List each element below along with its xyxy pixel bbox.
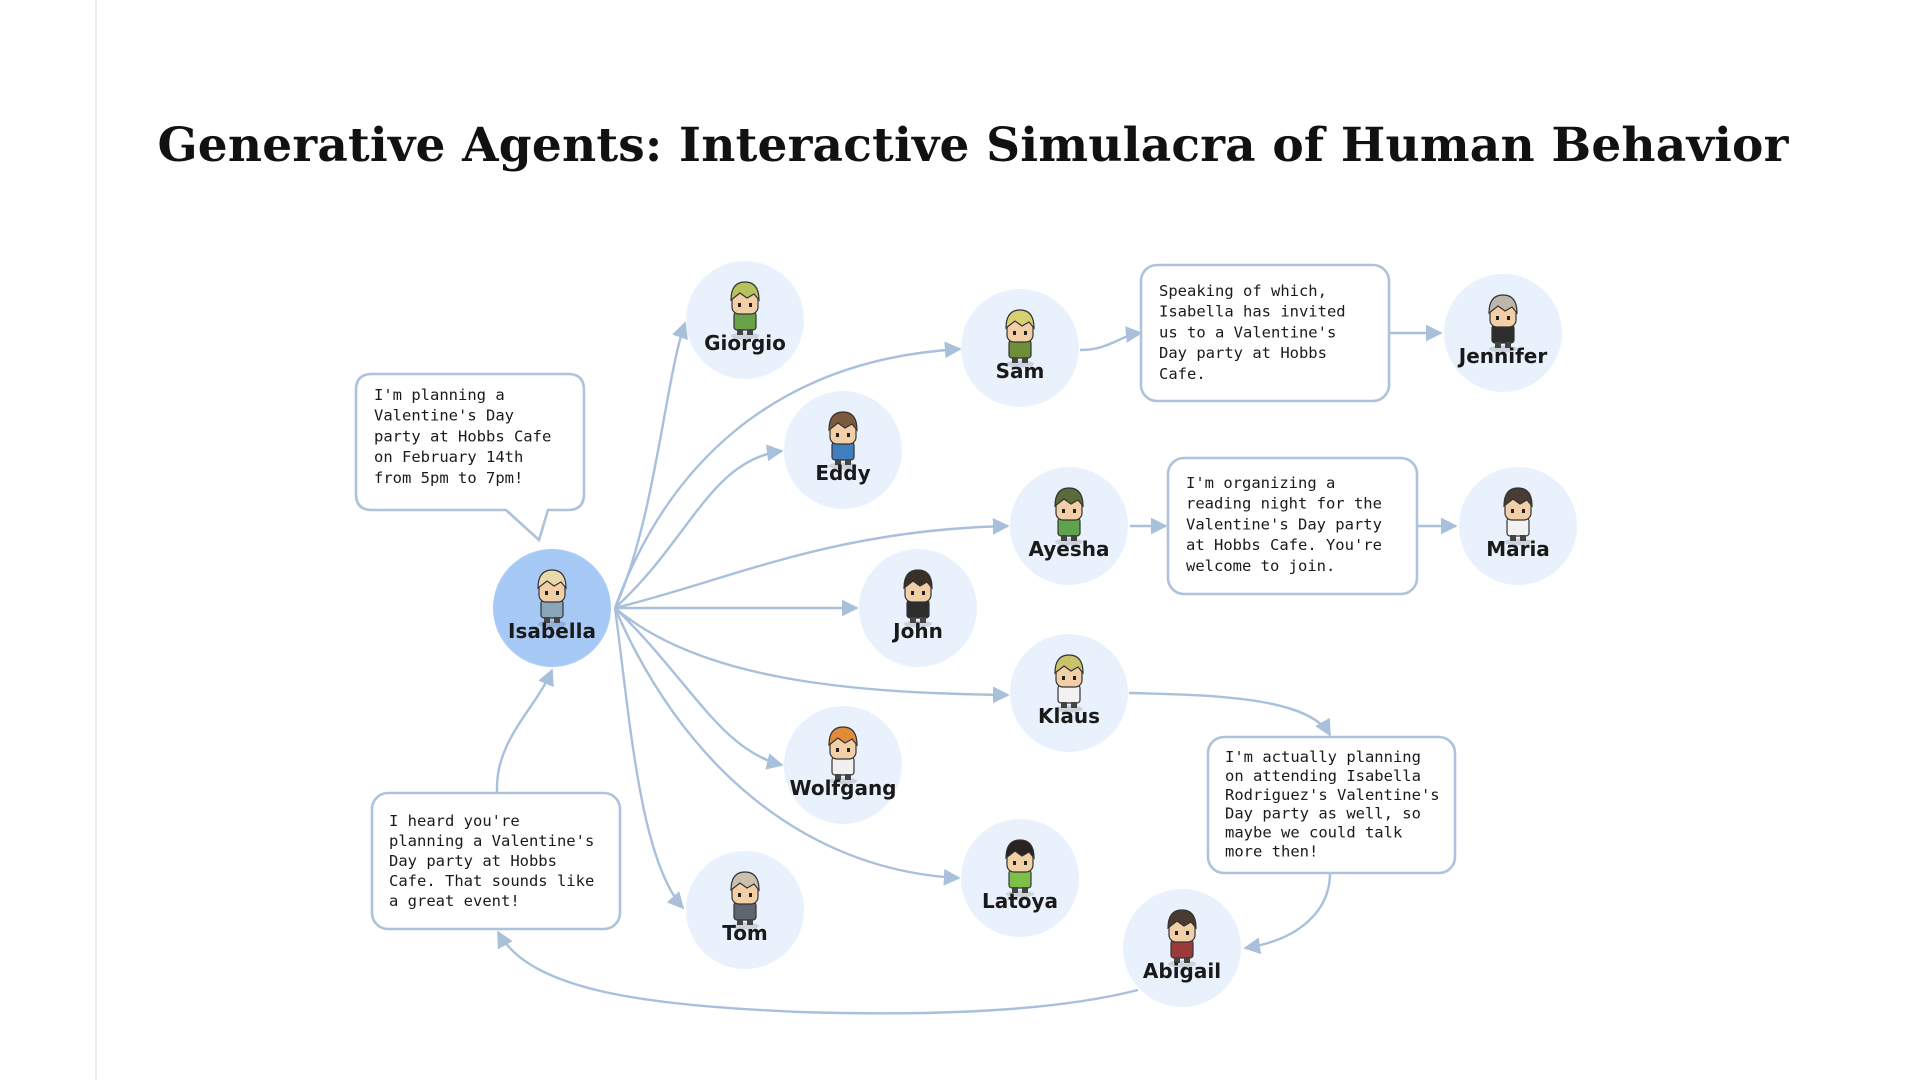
agent-name-label: Isabella <box>508 619 596 643</box>
speech-bubble-line: I'm organizing a <box>1186 474 1335 492</box>
agent-node-isabella[interactable]: Isabella <box>493 549 611 667</box>
edge-bubble-isabella <box>495 668 554 793</box>
agent-name-label: Ayesha <box>1028 537 1109 561</box>
agent-node-eddy[interactable]: Eddy <box>784 391 902 509</box>
speech-bubble-line: planning a Valentine's <box>389 832 594 850</box>
speech-bubble-line: welcome to join. <box>1186 557 1335 575</box>
agent-node-john[interactable]: John <box>859 549 977 667</box>
agent-name-label: Tom <box>722 921 768 945</box>
speech-bubble-frame <box>1166 456 1419 596</box>
speech-bubble-line: on attending Isabella <box>1225 767 1421 785</box>
speech-bubble-line: Cafe. <box>1159 365 1206 383</box>
edge-sam-bubble <box>1079 326 1143 352</box>
edge-isabella-giorgio <box>613 321 688 609</box>
speech-bubble-line: from 5pm to 7pm! <box>374 469 523 487</box>
speech-bubble-line: Speaking of which, <box>1159 282 1327 300</box>
speech-bubble-line: more then! <box>1225 843 1318 861</box>
agent-nodes-layer: Isabella GiorgioSamEddyAyeshaJohnKlausWol… <box>493 261 1577 1007</box>
speech-bubble-frame <box>1139 263 1391 403</box>
speech-bubble-line: at Hobbs Cafe. You're <box>1186 536 1382 554</box>
speech-bubble-line: Day party at Hobbs <box>1159 344 1327 362</box>
agent-name-label: Klaus <box>1038 704 1100 728</box>
edge-klaus-bubble <box>1128 691 1332 737</box>
agent-node-wolfgang[interactable]: Wolfgang <box>784 706 902 824</box>
edge-isabella-tom <box>613 607 685 910</box>
agent-avatar-icon <box>828 411 858 470</box>
agent-avatar-icon <box>828 726 858 785</box>
agent-avatar-icon <box>903 569 933 628</box>
speech-bubble-line: a great event! <box>389 892 520 910</box>
edge-isabella-sam <box>613 341 962 609</box>
agent-node-latoya[interactable]: Latoya <box>961 819 1079 937</box>
speech-bubble-line: I heard you're <box>389 812 520 830</box>
agent-avatar-icon <box>1167 909 1197 968</box>
edge-isabella-klaus <box>614 607 1010 704</box>
speech-bubble-line: Valentine's Day party <box>1186 515 1382 533</box>
speech-bubble-line: I'm planning a <box>374 386 505 404</box>
speech-bubble-frame <box>354 372 586 543</box>
agent-name-label: Latoya <box>982 889 1058 913</box>
agent-name-label: Abigail <box>1143 959 1221 983</box>
agent-node-maria[interactable]: Maria <box>1459 467 1577 585</box>
agent-node-tom[interactable]: Tom <box>686 851 804 969</box>
speech-bubble-line: Rodriguez's Valentine's <box>1225 786 1440 804</box>
agent-node-abigail[interactable]: Abigail <box>1123 889 1241 1007</box>
agent-avatar-icon <box>1054 654 1084 713</box>
edge-abigail-bubble <box>496 930 1139 1015</box>
speech-bubble-line: Cafe. That sounds like <box>389 872 594 890</box>
agent-avatar-icon <box>1488 294 1518 353</box>
page-left-rule <box>95 0 97 1080</box>
agent-name-label: Jennifer <box>1457 344 1548 368</box>
speech-bubble-ayesha-says: I'm organizing a reading night for theVal… <box>1166 456 1419 596</box>
agent-avatar-icon <box>1005 839 1035 898</box>
agent-node-sam[interactable]: Sam <box>961 289 1079 407</box>
speech-bubble-line: maybe we could talk <box>1225 824 1403 842</box>
speech-bubble-line: Valentine's Day <box>374 407 514 425</box>
speech-bubble-frame <box>1206 735 1457 875</box>
speech-bubble-abigail-says: I heard you're planning a Valentine'sDay … <box>370 791 622 931</box>
agent-name-label: Maria <box>1486 537 1550 561</box>
edge-bubble-abigail <box>1243 872 1332 955</box>
edge-isabella-wolfgang <box>614 607 784 770</box>
agent-name-label: Wolfgang <box>789 776 896 800</box>
speech-bubble-frame <box>370 791 622 931</box>
agent-avatar-icon <box>730 281 760 340</box>
speech-bubble-line: us to a Valentine's <box>1159 323 1336 341</box>
speech-bubble-line: Day party as well, so <box>1225 805 1421 823</box>
agent-name-label: John <box>891 619 943 643</box>
agent-avatar-icon <box>1054 487 1084 546</box>
speech-bubble-sam-says: Speaking of which, Isabella has invited us… <box>1139 263 1391 403</box>
edge-isabella-latoya <box>613 607 961 886</box>
speech-bubble-isabella-plan: I'm planning a Valentine's Day party at Ho… <box>354 372 586 543</box>
agent-avatar-icon <box>1503 487 1533 546</box>
speech-bubble-line: reading night for the <box>1186 495 1382 513</box>
agent-node-jennifer[interactable]: Jennifer <box>1444 274 1562 392</box>
edge-isabella-eddy <box>614 444 784 609</box>
speech-bubbles-layer: I'm planning a Valentine's Day party at Ho… <box>354 263 1457 931</box>
speech-bubble-line: Isabella has invited <box>1159 303 1346 321</box>
agent-node-giorgio[interactable]: Giorgio <box>686 261 804 379</box>
agent-avatar-icon <box>730 871 760 930</box>
speech-bubble-line: on February 14th <box>374 448 523 466</box>
agent-node-ayesha[interactable]: Ayesha <box>1010 467 1128 585</box>
agent-name-label: Eddy <box>815 461 870 485</box>
speech-bubble-line: Day party at Hobbs <box>389 852 557 870</box>
agent-name-label: Giorgio <box>704 331 786 355</box>
agent-avatar-icon <box>537 569 567 628</box>
agent-name-label: Sam <box>996 359 1045 383</box>
agent-node-klaus[interactable]: Klaus <box>1010 634 1128 752</box>
page-title: Generative Agents: Interactive Simulacra… <box>157 118 1789 173</box>
speech-bubble-line: party at Hobbs Cafe <box>374 427 551 445</box>
edges-layer <box>495 321 1458 1015</box>
speech-bubble-line: I'm actually planning <box>1225 748 1421 766</box>
agent-avatar-icon <box>1005 309 1035 368</box>
edge-isabella-ayesha <box>614 517 1010 610</box>
